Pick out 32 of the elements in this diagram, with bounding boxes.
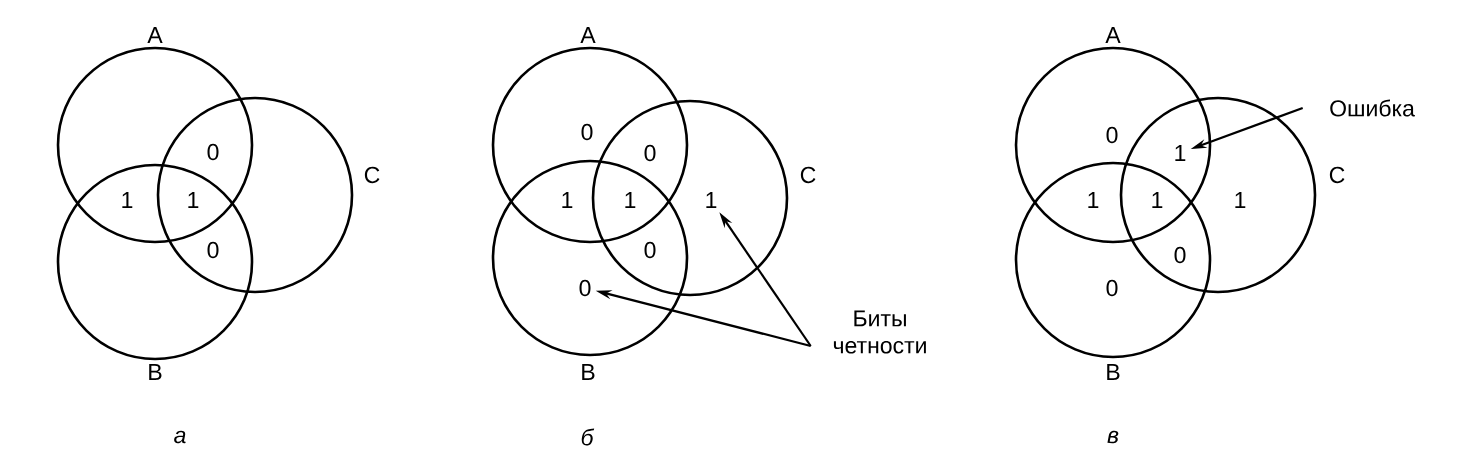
circle-letter: C — [364, 166, 380, 184]
region-digit: 1 — [562, 192, 573, 208]
bit-digit: 1 — [1175, 145, 1186, 161]
circle-letter: A — [147, 27, 163, 43]
circle-letter: A — [1105, 27, 1121, 43]
circle-letter: B — [582, 364, 595, 380]
region-digit: 1 — [1152, 192, 1163, 208]
region-digit: 0 — [1106, 279, 1118, 297]
panel-caption: б — [581, 428, 595, 446]
region-digit: 0 — [644, 144, 656, 162]
region-digit: 1 — [1235, 192, 1246, 208]
region-digit: 0 — [644, 241, 656, 259]
circle-letter: C — [800, 166, 816, 184]
callout-text: Ошибка — [1330, 99, 1415, 117]
region-digit: 0 — [1174, 246, 1186, 264]
circle-letter: C — [1329, 166, 1345, 184]
region-digit: 0 — [207, 143, 219, 161]
callout-text: Биты четности — [833, 310, 926, 354]
region-digit: 1 — [122, 192, 133, 208]
panel-caption: а — [174, 430, 186, 444]
region-digit: 1 — [625, 192, 636, 208]
bit-digit: 1 — [706, 192, 717, 208]
region-digit: 1 — [1088, 192, 1099, 208]
circle-letter: A — [580, 27, 596, 43]
region-digit: 0 — [207, 241, 219, 259]
region-digit: 0 — [1106, 126, 1118, 144]
region-digit: 0 — [581, 123, 593, 141]
circle-letter: B — [1107, 364, 1120, 380]
region-digit: 1 — [188, 192, 199, 208]
bit-digit: 0 — [579, 279, 591, 297]
panel-caption: в — [1107, 430, 1119, 444]
circle-letter: B — [149, 364, 162, 380]
